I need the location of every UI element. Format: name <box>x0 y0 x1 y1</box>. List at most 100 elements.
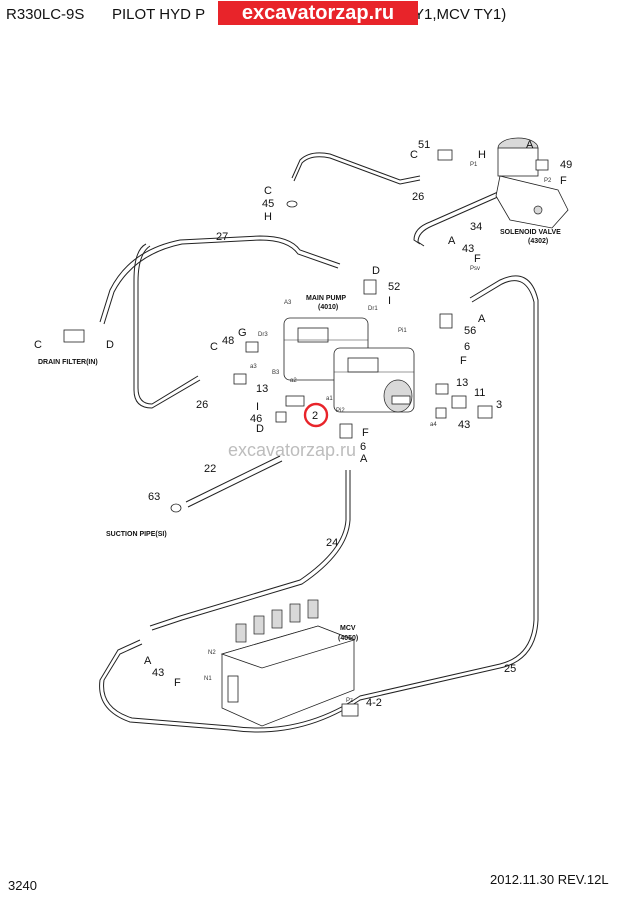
main-pump-code: (4010) <box>318 304 338 311</box>
callout-I-1: I <box>388 295 391 307</box>
port-N2: N2 <box>208 650 216 656</box>
fitting-49 <box>535 159 549 171</box>
mcv-body[interactable] <box>220 599 356 727</box>
callout-11: 11 <box>474 387 485 399</box>
hose-26-left <box>133 243 201 409</box>
fitting-46 <box>275 411 287 423</box>
watermark-banner[interactable]: excavatorzap.ru <box>218 1 418 25</box>
callout-A-1: A <box>526 139 534 151</box>
callout-48: 48 <box>222 335 234 347</box>
fitting-4-2 <box>341 703 359 717</box>
page-title-left: PILOT HYD P <box>112 6 206 23</box>
callout-25: 25 <box>504 663 516 675</box>
page-title-right: Y1,MCV TY1) <box>414 6 507 23</box>
port-P1: P1 <box>470 162 478 168</box>
port-Pz: Pz <box>346 698 353 704</box>
callout-F-3: F <box>460 355 467 367</box>
fitting-11 <box>451 395 467 409</box>
suction-pipe-label: SUCTION PIPE(SI) <box>106 531 167 538</box>
callout-G: G <box>238 327 247 339</box>
hose-24 <box>149 470 351 631</box>
callout-13-left: 13 <box>256 383 268 395</box>
port-Pi2: Pi2 <box>336 408 345 414</box>
callout-27: 27 <box>216 231 228 243</box>
port-a3: a3 <box>250 364 257 370</box>
fitting-48 <box>245 341 259 353</box>
callout-13-right: 13 <box>456 377 468 389</box>
callout-A-4: A <box>360 453 368 465</box>
callout-6-top: 6 <box>464 341 470 353</box>
callout-43-bottom: 43 <box>152 667 164 679</box>
callout-C-1: C <box>410 149 418 161</box>
callout-I-2: I <box>256 401 259 413</box>
callout-63: 63 <box>148 491 160 503</box>
callout-F-5: F <box>174 677 181 689</box>
callout-34: 34 <box>470 221 482 233</box>
callout-26-top: 26 <box>412 191 424 203</box>
solenoid-valve[interactable] <box>495 137 569 229</box>
main-pump-body[interactable] <box>283 317 415 413</box>
hose-22 <box>185 455 283 508</box>
fitting-13b <box>435 383 449 395</box>
port-B3: B3 <box>272 370 280 376</box>
main-pump-label: MAIN PUMP <box>306 295 346 302</box>
callout-43-top: 43 <box>462 243 474 255</box>
solenoid-valve-code: (4302) <box>528 238 548 245</box>
model-label: R330LC-9S <box>6 6 85 23</box>
callout-6-bottom: 6 <box>360 441 366 453</box>
callout-A-3: A <box>478 313 486 325</box>
hose-25 <box>99 275 539 733</box>
callout-4-2: 4-2 <box>366 697 382 709</box>
port-Pi1: Pi1 <box>398 328 407 334</box>
callout-H-1: H <box>478 149 486 161</box>
fitting-2 <box>285 395 305 407</box>
port-P2: P2 <box>544 178 552 184</box>
fitting-3 <box>477 405 493 419</box>
callout-43-right: 43 <box>458 419 470 431</box>
hose-27 <box>99 235 341 325</box>
drain-filter-label: DRAIN FILTER(IN) <box>38 359 98 366</box>
fitting-6b <box>339 423 353 439</box>
fitting-63 <box>170 503 182 513</box>
fitting-drain-filter <box>63 329 85 343</box>
revision-date: 2012.11.30 REV.12L <box>490 872 609 887</box>
mcv-code: (4050) <box>338 635 358 642</box>
callout-45: 45 <box>262 198 274 210</box>
fitting-43b <box>435 407 447 419</box>
callout-C-4: C <box>210 341 218 353</box>
callout-D-1: D <box>372 265 380 277</box>
fitting-52 <box>363 279 377 295</box>
callout-56: 56 <box>464 325 476 337</box>
port-Dr1: Dr1 <box>368 306 378 312</box>
fitting-13a <box>233 373 247 385</box>
callout-F-2: F <box>474 253 481 265</box>
callout-A-2: A <box>448 235 456 247</box>
callout-3: 3 <box>496 399 502 411</box>
callout-H-2: H <box>264 211 272 223</box>
callout-2[interactable]: 2 <box>312 410 318 422</box>
callout-49: 49 <box>560 159 572 171</box>
page-number: 3240 <box>8 878 37 893</box>
port-N1: N1 <box>204 676 212 682</box>
callout-F-1: F <box>560 175 567 187</box>
callout-51: 51 <box>418 139 430 151</box>
callout-52: 52 <box>388 281 400 293</box>
callout-46: 46 <box>250 413 262 425</box>
fitting-51 <box>437 149 453 161</box>
callout-22: 22 <box>204 463 216 475</box>
watermark-center: excavatorzap.ru <box>228 440 356 460</box>
callout-26-left: 26 <box>196 399 208 411</box>
highlight-circle <box>303 402 329 428</box>
callout-C-2: C <box>264 185 272 197</box>
port-a2: a2 <box>290 378 297 384</box>
callout-D-3: D <box>256 423 264 435</box>
port-A3: A3 <box>284 300 292 306</box>
fitting-56 <box>439 313 453 329</box>
callout-A-5: A <box>144 655 152 667</box>
fitting-45 <box>286 200 298 208</box>
solenoid-valve-label: SOLENOID VALVE <box>500 229 561 236</box>
port-a4: a4 <box>430 422 437 428</box>
mcv-label: MCV <box>340 625 356 632</box>
port-Dr3: Dr3 <box>258 332 268 338</box>
